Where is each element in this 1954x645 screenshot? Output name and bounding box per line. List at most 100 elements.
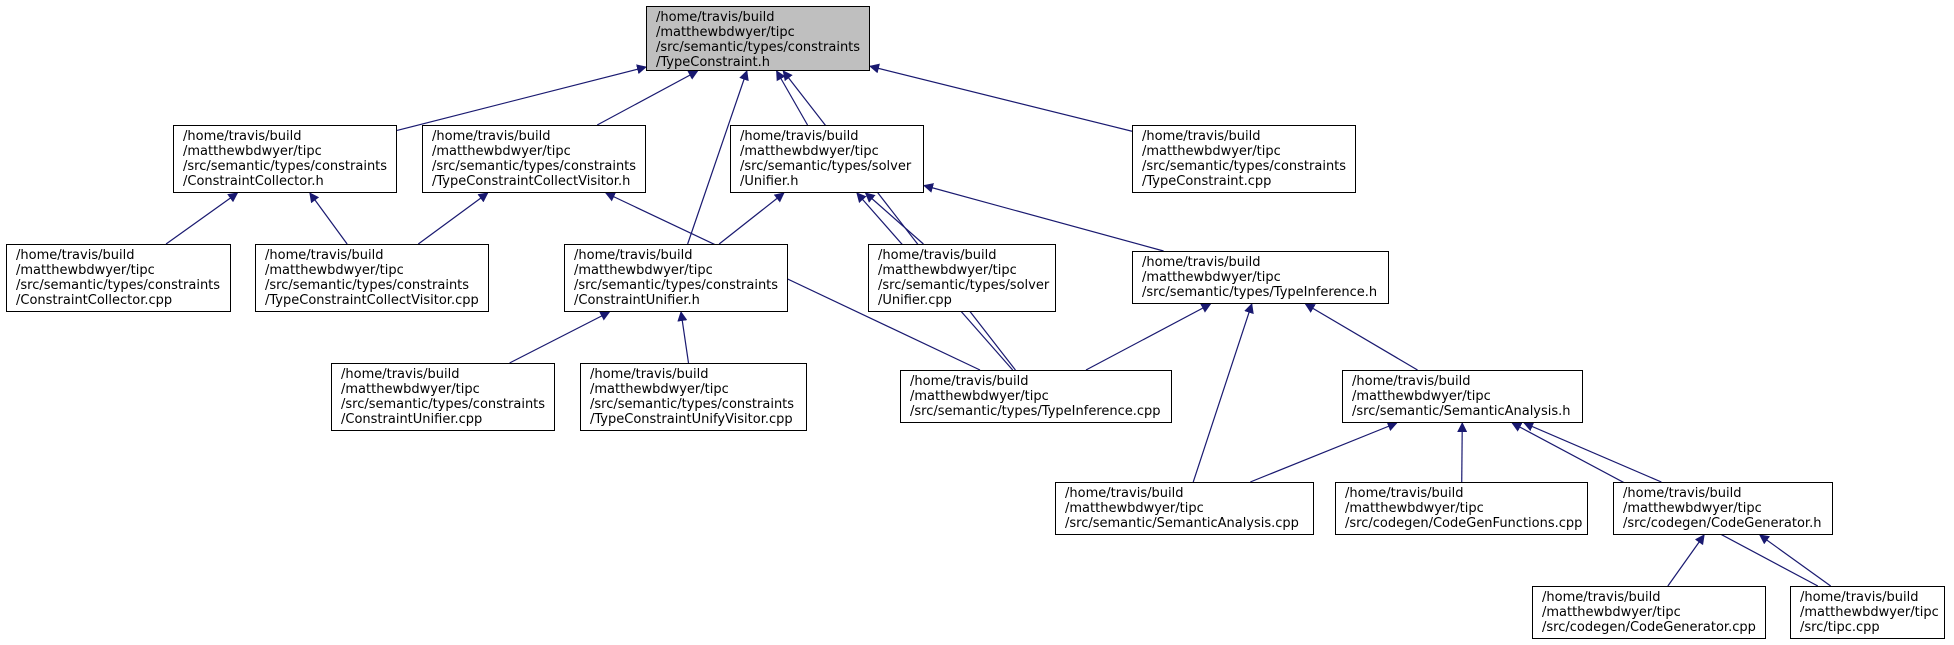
node-line: /home/travis/build [183, 129, 302, 144]
node-line: /src/semantic/types/constraints [574, 278, 779, 293]
edge-constraint_collector_h-to-type_constraint_h [396, 64, 647, 132]
node-line: /home/travis/build [16, 248, 135, 263]
node-code-generator-h[interactable]: /home/travis/build /matthewbdwyer/tipc /… [1613, 482, 1833, 535]
node-line: /matthewbdwyer/tipc [1142, 270, 1281, 285]
edge-code_generator_h-to-semantic_analysis_h [1523, 421, 1662, 483]
node-line: /src/semantic/SemanticAnalysis.h [1352, 404, 1571, 419]
node-line: /src/codegen/CodeGenFunctions.cpp [1345, 516, 1583, 531]
node-line: /src/semantic/types/constraints [432, 159, 637, 174]
edge-semantic_analysis_cpp-to-semantic_analysis_h [1250, 421, 1398, 483]
node-line: /src/codegen/CodeGenerator.h [1623, 516, 1822, 531]
edge-type_constraint_cpp-to-type_constraint_h [869, 63, 1133, 132]
node-line: /home/travis/build [1345, 486, 1464, 501]
node-line: /src/semantic/types/TypeInference.h [1142, 285, 1378, 300]
node-line: /TypeConstraintCollectVisitor.cpp [265, 293, 479, 308]
node-semantic-analysis-cpp[interactable]: /home/travis/build /matthewbdwyer/tipc /… [1055, 482, 1314, 535]
edge-code_gen_functions_cpp-to-semantic_analysis_h [1457, 422, 1468, 483]
edge-type_constraint_collect_visitor_h-to-type_constraint_h [596, 70, 699, 126]
node-line: /home/travis/build [1142, 255, 1261, 270]
edge-type_inference_cpp-to-type_constraint_h [782, 70, 1016, 371]
edge-constraint_unifier_h-to-unifier_h [718, 192, 785, 245]
node-line: /src/tipc.cpp [1800, 620, 1880, 635]
node-line: /home/travis/build [574, 248, 693, 263]
node-line: /home/travis/build [1352, 374, 1471, 389]
node-code-gen-functions-cpp[interactable]: /home/travis/build /matthewbdwyer/tipc /… [1335, 482, 1588, 535]
node-line: /src/semantic/types/constraints [341, 397, 546, 412]
node-unifier-h[interactable]: /home/travis/build /matthewbdwyer/tipc /… [730, 125, 924, 193]
node-line: /matthewbdwyer/tipc [16, 263, 155, 278]
node-constraint-unifier-h[interactable]: /home/travis/build /matthewbdwyer/tipc /… [564, 244, 788, 312]
edge-semantic_analysis_h-to-type_inference_h [1304, 303, 1418, 371]
node-type-constraint-collect-visitor-cpp[interactable]: /home/travis/build /matthewbdwyer/tipc /… [255, 244, 489, 312]
node-line: /matthewbdwyer/tipc [1142, 144, 1281, 159]
node-type-constraint-unify-visitor-cpp[interactable]: /home/travis/build /matthewbdwyer/tipc /… [580, 363, 807, 431]
node-line: /home/travis/build [590, 367, 709, 382]
node-line: /src/semantic/types/solver [740, 159, 912, 174]
node-line: /home/travis/build [740, 129, 859, 144]
node-line: /matthewbdwyer/tipc [574, 263, 713, 278]
node-line: /matthewbdwyer/tipc [432, 144, 571, 159]
node-constraint-unifier-cpp[interactable]: /home/travis/build /matthewbdwyer/tipc /… [331, 363, 555, 431]
node-line: /src/semantic/types/solver [878, 278, 1050, 293]
node-line: /ConstraintCollector.h [183, 174, 324, 189]
node-code-generator-cpp[interactable]: /home/travis/build /matthewbdwyer/tipc /… [1532, 586, 1766, 639]
node-line: /home/travis/build [878, 248, 997, 263]
edge-type_inference_cpp-to-type_inference_h [1085, 303, 1212, 371]
edge-type_constraint_collect_visitor_cpp-to-constraint_collector_h [309, 192, 348, 245]
node-constraint-collector-cpp[interactable]: /home/travis/build /matthewbdwyer/tipc /… [6, 244, 231, 312]
node-line: /src/semantic/types/TypeInference.cpp [910, 404, 1161, 419]
node-line: /matthewbdwyer/tipc [341, 382, 480, 397]
node-line: /matthewbdwyer/tipc [1800, 605, 1939, 620]
edge-type_constraint_unify_visitor_cpp-to-constraint_unifier_h [677, 311, 690, 364]
node-line: /matthewbdwyer/tipc [656, 25, 795, 40]
node-constraint-collector-h[interactable]: /home/travis/build /matthewbdwyer/tipc /… [173, 125, 397, 193]
node-line: /matthewbdwyer/tipc [1623, 501, 1762, 516]
node-line: /home/travis/build [341, 367, 460, 382]
edge-type_constraint_collect_visitor_cpp-to-type_constraint_collect_visitor_h [417, 192, 489, 245]
node-line: /src/semantic/types/constraints [1142, 159, 1347, 174]
node-line: /matthewbdwyer/tipc [183, 144, 322, 159]
edge-type_inference_cpp-to-type_constraint_collect_visitor_h [604, 192, 981, 371]
node-line: /matthewbdwyer/tipc [740, 144, 879, 159]
edge-unifier_cpp-to-unifier_h [864, 192, 924, 245]
edge-code_generator_cpp-to-code_generator_h [1667, 534, 1705, 587]
node-line: /src/semantic/types/constraints [265, 278, 470, 293]
node-unifier-cpp[interactable]: /home/travis/build /matthewbdwyer/tipc /… [868, 244, 1056, 312]
edge-unifier_h-to-type_constraint_h [776, 70, 809, 126]
edge-type_inference_h-to-unifier_h [923, 183, 1164, 252]
node-line: /TypeConstraint.h [656, 55, 771, 70]
node-line: /Unifier.cpp [878, 293, 952, 308]
node-line: /home/travis/build [1142, 129, 1261, 144]
node-line: /Unifier.h [740, 174, 799, 189]
node-line: /matthewbdwyer/tipc [265, 263, 404, 278]
edge-tipc_cpp-to-code_generator_h [1759, 534, 1832, 587]
node-line: /matthewbdwyer/tipc [1542, 605, 1681, 620]
node-line: /src/semantic/types/constraints [16, 278, 221, 293]
node-tipc-cpp[interactable]: /home/travis/build /matthewbdwyer/tipc /… [1790, 586, 1945, 639]
node-line: /home/travis/build [1542, 590, 1661, 605]
node-line: /matthewbdwyer/tipc [590, 382, 729, 397]
node-semantic-analysis-h[interactable]: /home/travis/build /matthewbdwyer/tipc /… [1342, 370, 1583, 423]
node-type-constraint-collect-visitor-h[interactable]: /home/travis/build /matthewbdwyer/tipc /… [422, 125, 646, 193]
node-line: /home/travis/build [1800, 590, 1919, 605]
node-line: /home/travis/build [1623, 486, 1742, 501]
node-type-constraint-cpp[interactable]: /home/travis/build /matthewbdwyer/tipc /… [1132, 125, 1356, 193]
node-line: /ConstraintCollector.cpp [16, 293, 173, 308]
node-type-inference-cpp[interactable]: /home/travis/build /matthewbdwyer/tipc /… [900, 370, 1172, 423]
edge-constraint_unifier_cpp-to-constraint_unifier_h [509, 311, 611, 364]
node-line: /matthewbdwyer/tipc [1352, 389, 1491, 404]
node-line: /src/codegen/CodeGenerator.cpp [1542, 620, 1756, 635]
node-line: /matthewbdwyer/tipc [1345, 501, 1484, 516]
node-line: /home/travis/build [1065, 486, 1184, 501]
node-line: /matthewbdwyer/tipc [1065, 501, 1204, 516]
node-type-constraint-h[interactable]: /home/travis/build /matthewbdwyer/tipc /… [646, 6, 870, 71]
node-type-inference-h[interactable]: /home/travis/build /matthewbdwyer/tipc /… [1132, 251, 1389, 304]
node-line: /ConstraintUnifier.h [574, 293, 700, 308]
node-line: /TypeConstraintUnifyVisitor.cpp [590, 412, 793, 427]
edge-constraint_collector_cpp-to-constraint_collector_h [165, 192, 239, 245]
node-line: /TypeConstraint.cpp [1142, 174, 1272, 189]
node-line: /home/travis/build [910, 374, 1029, 389]
edge-constraint_unifier_h-to-type_constraint_h [687, 70, 749, 245]
node-line: /matthewbdwyer/tipc [910, 389, 1049, 404]
